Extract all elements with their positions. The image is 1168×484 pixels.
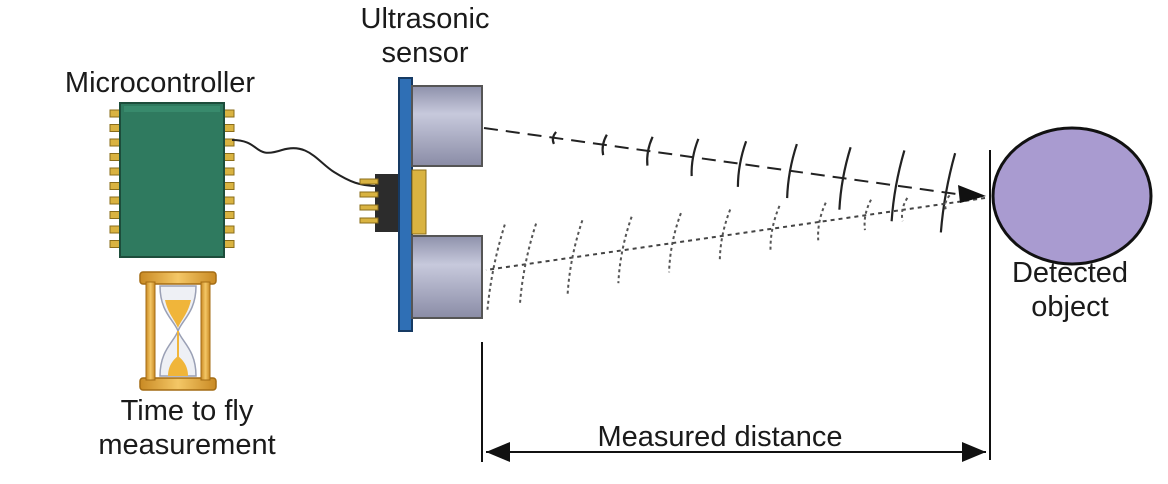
sensor-label-line1: Ultrasonic bbox=[360, 3, 490, 35]
wave-arc bbox=[890, 150, 906, 222]
time-label-line2: measurement bbox=[98, 429, 276, 461]
echo-wave bbox=[485, 185, 986, 313]
wave-arc bbox=[939, 152, 957, 233]
echo-arc bbox=[518, 223, 538, 305]
measured-distance-label: Measured distance bbox=[597, 421, 843, 453]
echo-arc bbox=[668, 212, 682, 273]
hourglass-icon bbox=[139, 271, 217, 391]
echo-arc bbox=[900, 197, 909, 222]
ultrasonic-sensor-icon bbox=[359, 77, 483, 332]
wave-arc bbox=[838, 146, 852, 210]
echo-arc bbox=[566, 220, 584, 295]
time-label-line1: Time to fly bbox=[120, 395, 254, 427]
echo-arc bbox=[486, 224, 506, 313]
sensor-label-line2: sensor bbox=[381, 37, 469, 69]
detected-object-label: Detected object bbox=[990, 256, 1150, 324]
echo-arc bbox=[817, 202, 827, 241]
wave-arc bbox=[551, 131, 557, 145]
signal-wire bbox=[231, 139, 379, 187]
microcontroller-label: Microcontroller bbox=[64, 67, 256, 99]
distance-dimension bbox=[481, 342, 986, 462]
microcontroller-chip-icon bbox=[109, 102, 235, 258]
ultrasonic-sensor-label: Ultrasonic sensor bbox=[330, 2, 520, 70]
wave-arc bbox=[786, 143, 798, 199]
header-pin bbox=[359, 178, 379, 185]
wave-arc bbox=[646, 136, 654, 166]
wave-arc bbox=[736, 140, 748, 187]
header-pin bbox=[359, 217, 379, 224]
header-pin bbox=[359, 191, 379, 198]
echo-arc bbox=[718, 209, 732, 262]
object-label-line2: object bbox=[1031, 291, 1109, 323]
detected-object-icon bbox=[989, 126, 1153, 460]
time-to-fly-label: Time to fly measurement bbox=[62, 394, 312, 462]
wave-arc bbox=[601, 134, 608, 156]
header-pin bbox=[359, 204, 379, 211]
echo-arc bbox=[863, 199, 872, 231]
echo-arc bbox=[769, 205, 781, 251]
wave-arc bbox=[690, 138, 700, 177]
echo-arc bbox=[944, 194, 951, 212]
emitted-wave bbox=[483, 127, 986, 233]
object-label-line1: Detected bbox=[1011, 257, 1129, 289]
echo-arc bbox=[617, 216, 633, 284]
